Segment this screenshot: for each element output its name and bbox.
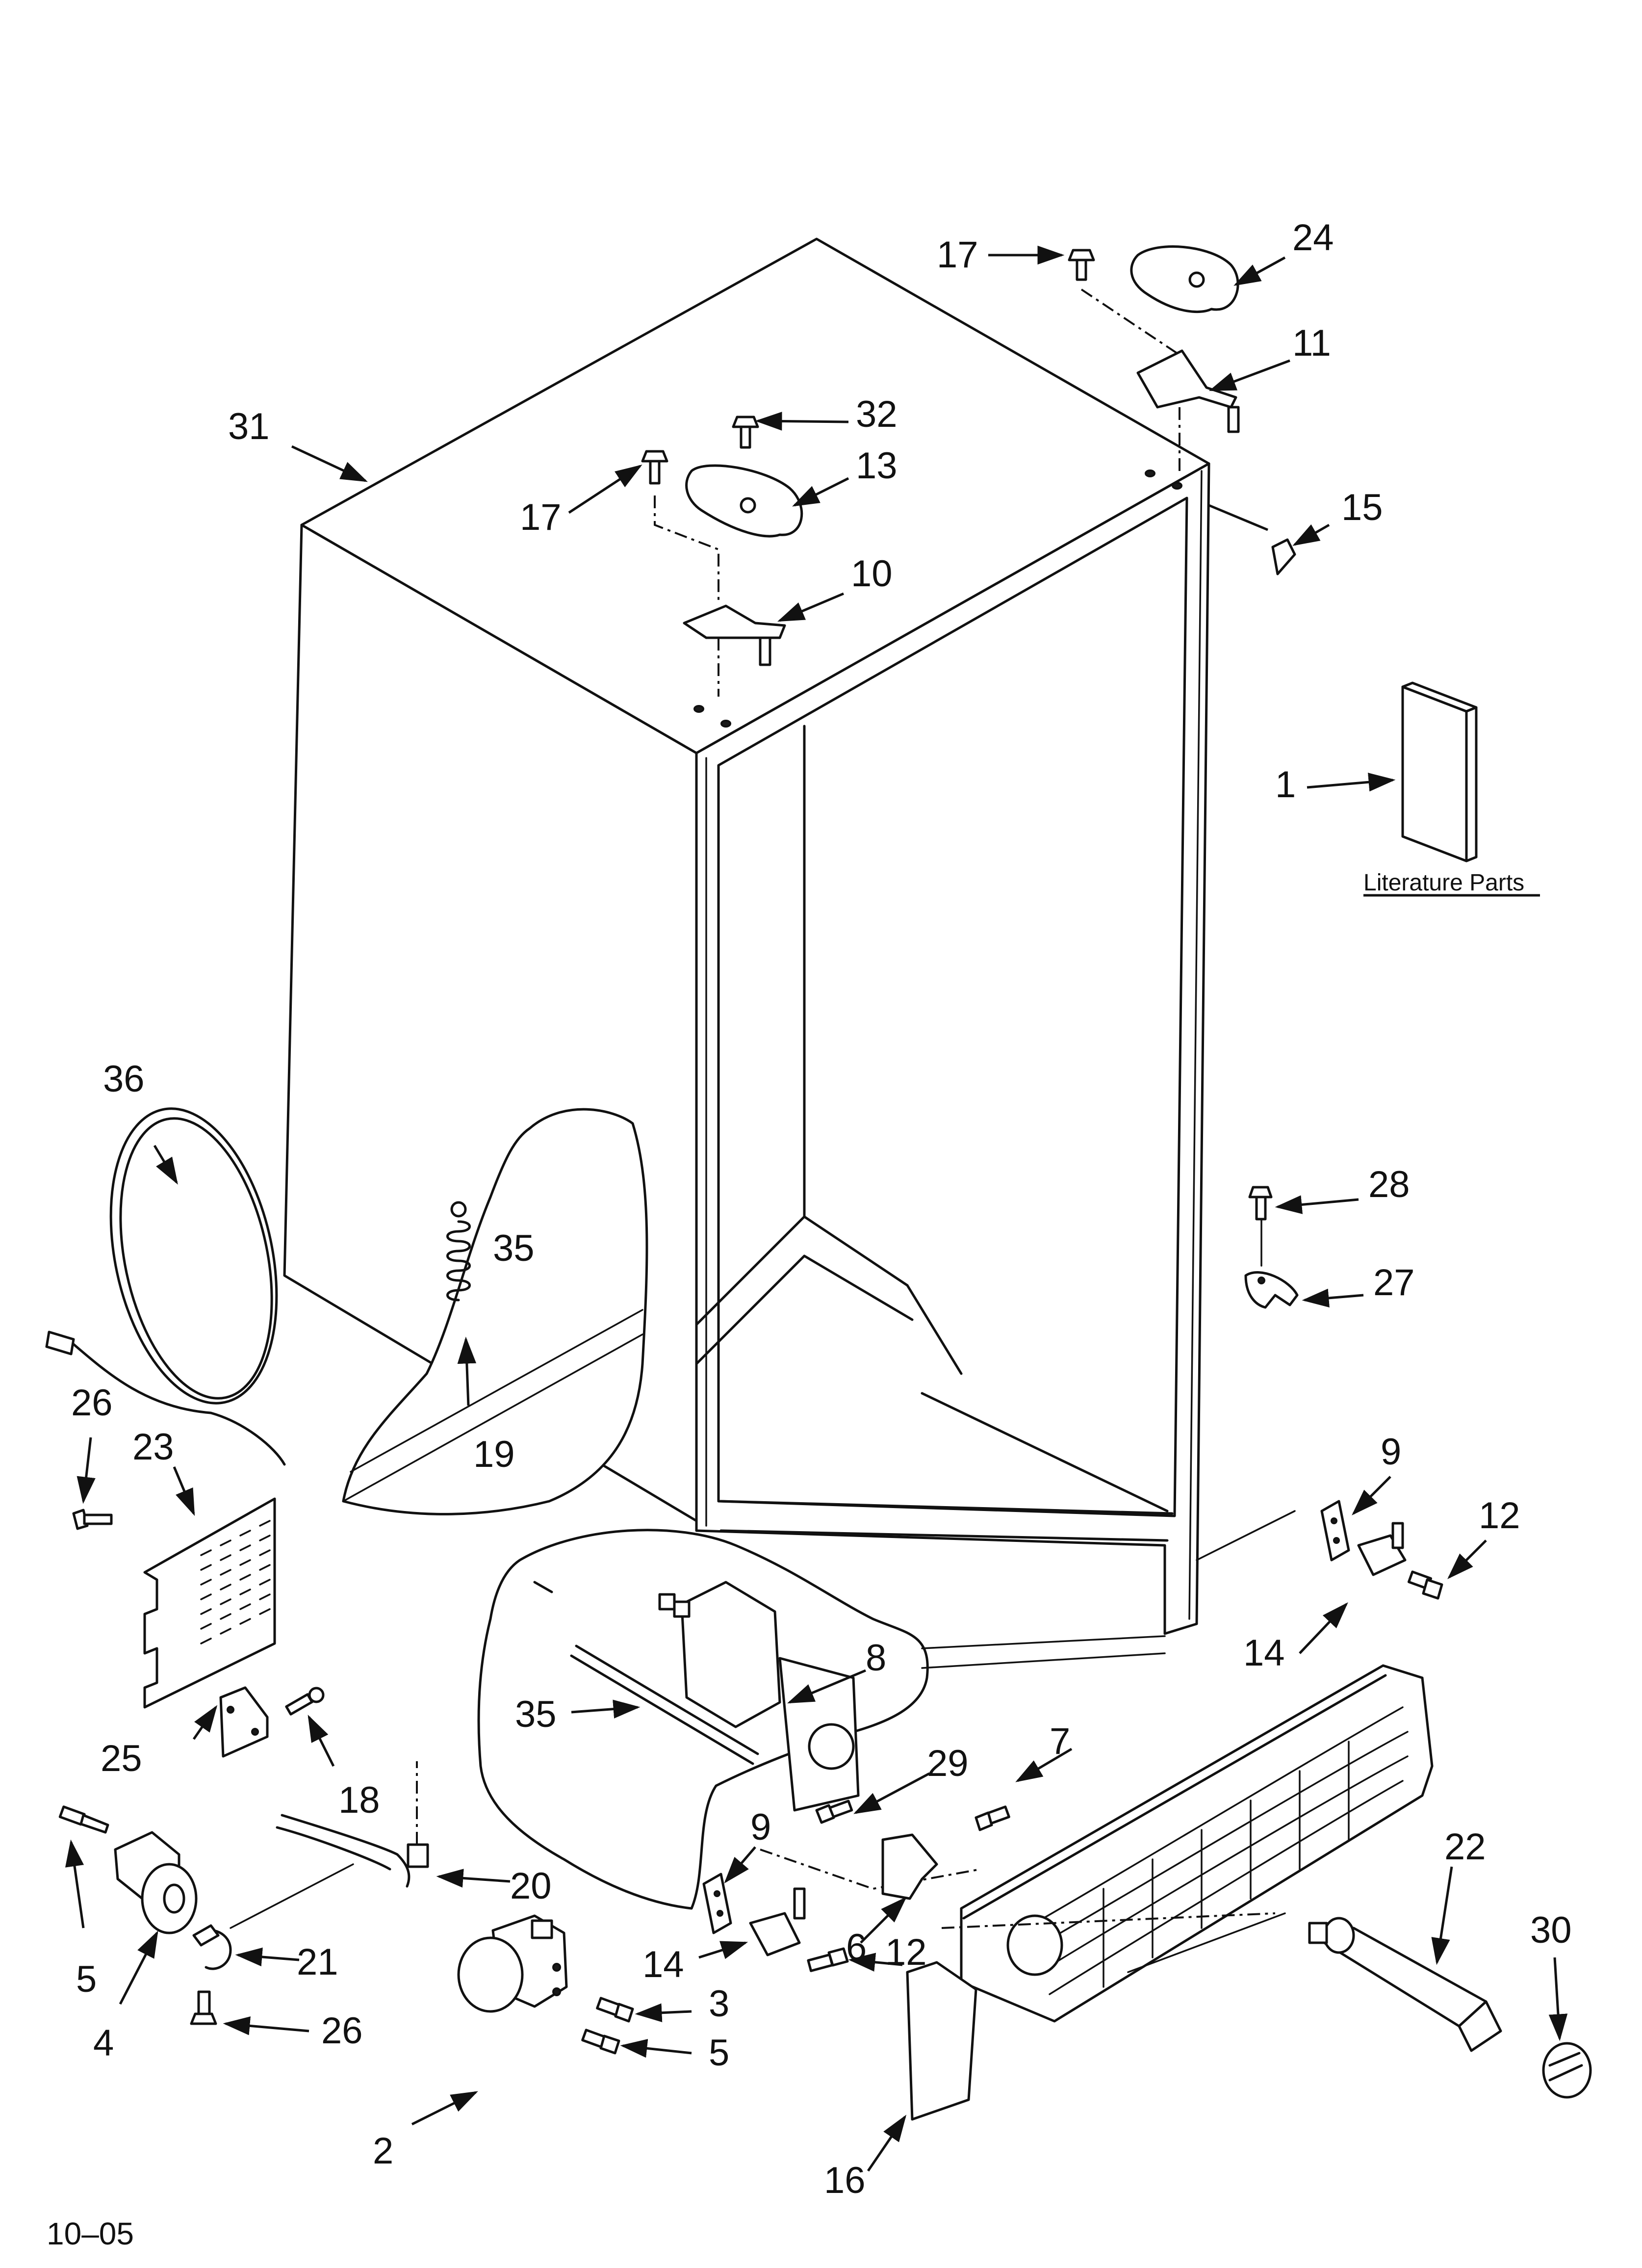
filter-cap-30 [1542, 2042, 1592, 2099]
callout-16: 16 [824, 2160, 866, 2201]
callout-14-lower: 14 [642, 1944, 684, 1985]
insulation-cutaway-upper [342, 1108, 648, 1515]
roller-4 [114, 1831, 198, 1934]
callout-35-lower: 35 [515, 1694, 557, 1735]
cam-27 [1244, 1271, 1299, 1309]
callout-15: 15 [1341, 487, 1383, 528]
callout-23: 23 [132, 1426, 174, 1468]
callout-19: 19 [473, 1434, 515, 1475]
screw-26-lower [190, 1990, 217, 2025]
callout-26-lower: 26 [321, 2010, 363, 2052]
callout-32: 32 [856, 393, 898, 435]
callout-25: 25 [101, 1738, 142, 1779]
callout-10: 10 [851, 553, 893, 595]
leader-lines [65, 245, 1568, 2172]
callout-5-left: 5 [76, 1958, 97, 2000]
insulation-cutaway-lower [477, 1529, 1166, 1910]
screw-17-left [641, 450, 668, 485]
callout-13: 13 [856, 445, 898, 487]
callout-4: 4 [93, 2022, 114, 2064]
callout-labels: 31 32 13 17 10 17 24 11 15 1 36 35 19 26… [71, 217, 1572, 2201]
screw-12-right [1407, 1570, 1443, 1600]
callout-21: 21 [297, 1941, 338, 1983]
callout-5-right: 5 [709, 2032, 729, 2074]
water-filter-22 [1308, 1917, 1502, 2052]
callout-12-lower: 12 [885, 1931, 927, 1973]
drain-tube-35 [570, 1644, 759, 1765]
callout-6: 6 [846, 1927, 867, 1968]
callout-2: 2 [373, 2130, 393, 2172]
callout-11: 11 [1292, 322, 1331, 364]
screw-29 [815, 1799, 853, 1824]
callout-1: 1 [1275, 764, 1296, 806]
callout-24: 24 [1292, 217, 1334, 259]
callout-28: 28 [1368, 1164, 1410, 1205]
callout-29: 29 [927, 1743, 969, 1784]
footer-code: 10–05 [47, 2216, 134, 2251]
toe-grille-16 [906, 1664, 1434, 2121]
bracket-25 [219, 1686, 269, 1758]
callout-9-lower: 9 [750, 1806, 771, 1848]
screw-17-top [1068, 249, 1095, 281]
callout-9-right: 9 [1381, 1431, 1401, 1473]
screw-5-right [581, 2029, 620, 2055]
callout-36: 36 [103, 1058, 145, 1100]
screw-7 [975, 1805, 1010, 1831]
callout-31: 31 [228, 406, 270, 447]
callout-8: 8 [866, 1637, 886, 1679]
callout-14-right: 14 [1243, 1632, 1285, 1674]
rear-vent-panel-23 [143, 1497, 276, 1709]
tube-20 [276, 1814, 429, 1888]
screw-12-lower [807, 1947, 849, 1972]
bracket-6 [881, 1833, 938, 1900]
clamp-21 [192, 1924, 232, 1970]
callout-20: 20 [510, 1865, 552, 1907]
literature-parts: Literature Parts [1363, 681, 1540, 897]
callout-27: 27 [1373, 1262, 1415, 1303]
callout-7: 7 [1050, 1721, 1070, 1762]
roller-2 [457, 1914, 568, 2013]
hinge-cover-24 [1130, 245, 1239, 313]
callout-30: 30 [1530, 1909, 1572, 1951]
cabinet [283, 237, 1210, 1635]
bracket-9-lower [702, 1873, 732, 1934]
screw-5-left [58, 1805, 109, 1834]
callout-18: 18 [338, 1779, 380, 1821]
hinge-11 [1136, 349, 1240, 433]
callout-26-upper: 26 [71, 1382, 113, 1424]
bracket-9-right [1320, 1500, 1350, 1562]
callout-3: 3 [709, 1983, 729, 2025]
screw-3 [596, 1997, 634, 2023]
screw-18 [285, 1687, 325, 1716]
screw-26-upper [72, 1509, 113, 1530]
clip-15 [1271, 538, 1296, 575]
callout-22: 22 [1444, 1826, 1486, 1868]
callout-17-left: 17 [520, 496, 562, 538]
callout-12-right: 12 [1479, 1495, 1520, 1537]
hinge-14-lower [749, 1887, 806, 1956]
literature-parts-caption: Literature Parts [1363, 870, 1524, 896]
power-cord-36 [45, 1107, 286, 1466]
hinge-14-right [1357, 1522, 1407, 1576]
hinge-cover-13 [685, 464, 803, 538]
spring-19 [446, 1201, 471, 1302]
hinge-10 [683, 604, 786, 666]
screw-28 [1248, 1186, 1273, 1221]
callout-35-upper: 35 [493, 1227, 535, 1269]
callout-17-top: 17 [937, 234, 978, 276]
